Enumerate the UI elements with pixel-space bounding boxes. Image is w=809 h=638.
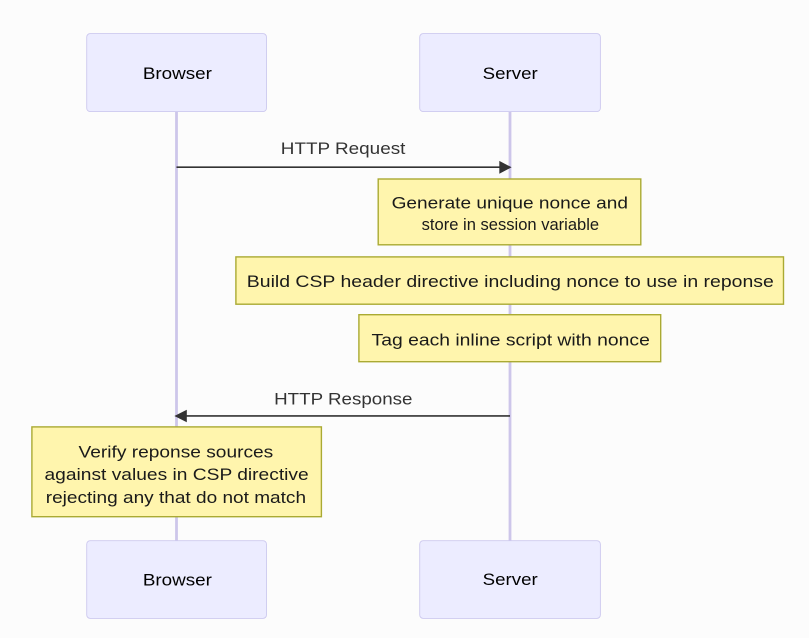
svg-text:HTTP Response: HTTP Response [274,389,412,408]
svg-text:HTTP Request: HTTP Request [281,139,406,158]
svg-text:Tag each inline script with no: Tag each inline script with nonce [372,331,650,350]
svg-text:Browser: Browser [143,571,212,590]
svg-text:Generate unique nonce and: Generate unique nonce and [392,194,628,213]
svg-text:Server: Server [483,64,538,83]
svg-text:against values in CSP directiv: against values in CSP directive [45,465,309,484]
svg-text:Browser: Browser [143,64,212,83]
svg-text:Verify reponse sources: Verify reponse sources [79,442,274,461]
svg-text:rejecting any that do not matc: rejecting any that do not match [46,488,306,507]
svg-text:store in session variable: store in session variable [422,215,600,234]
svg-text:Server: Server [483,570,538,589]
svg-text:Build CSP header directive inc: Build CSP header directive including non… [247,272,774,291]
